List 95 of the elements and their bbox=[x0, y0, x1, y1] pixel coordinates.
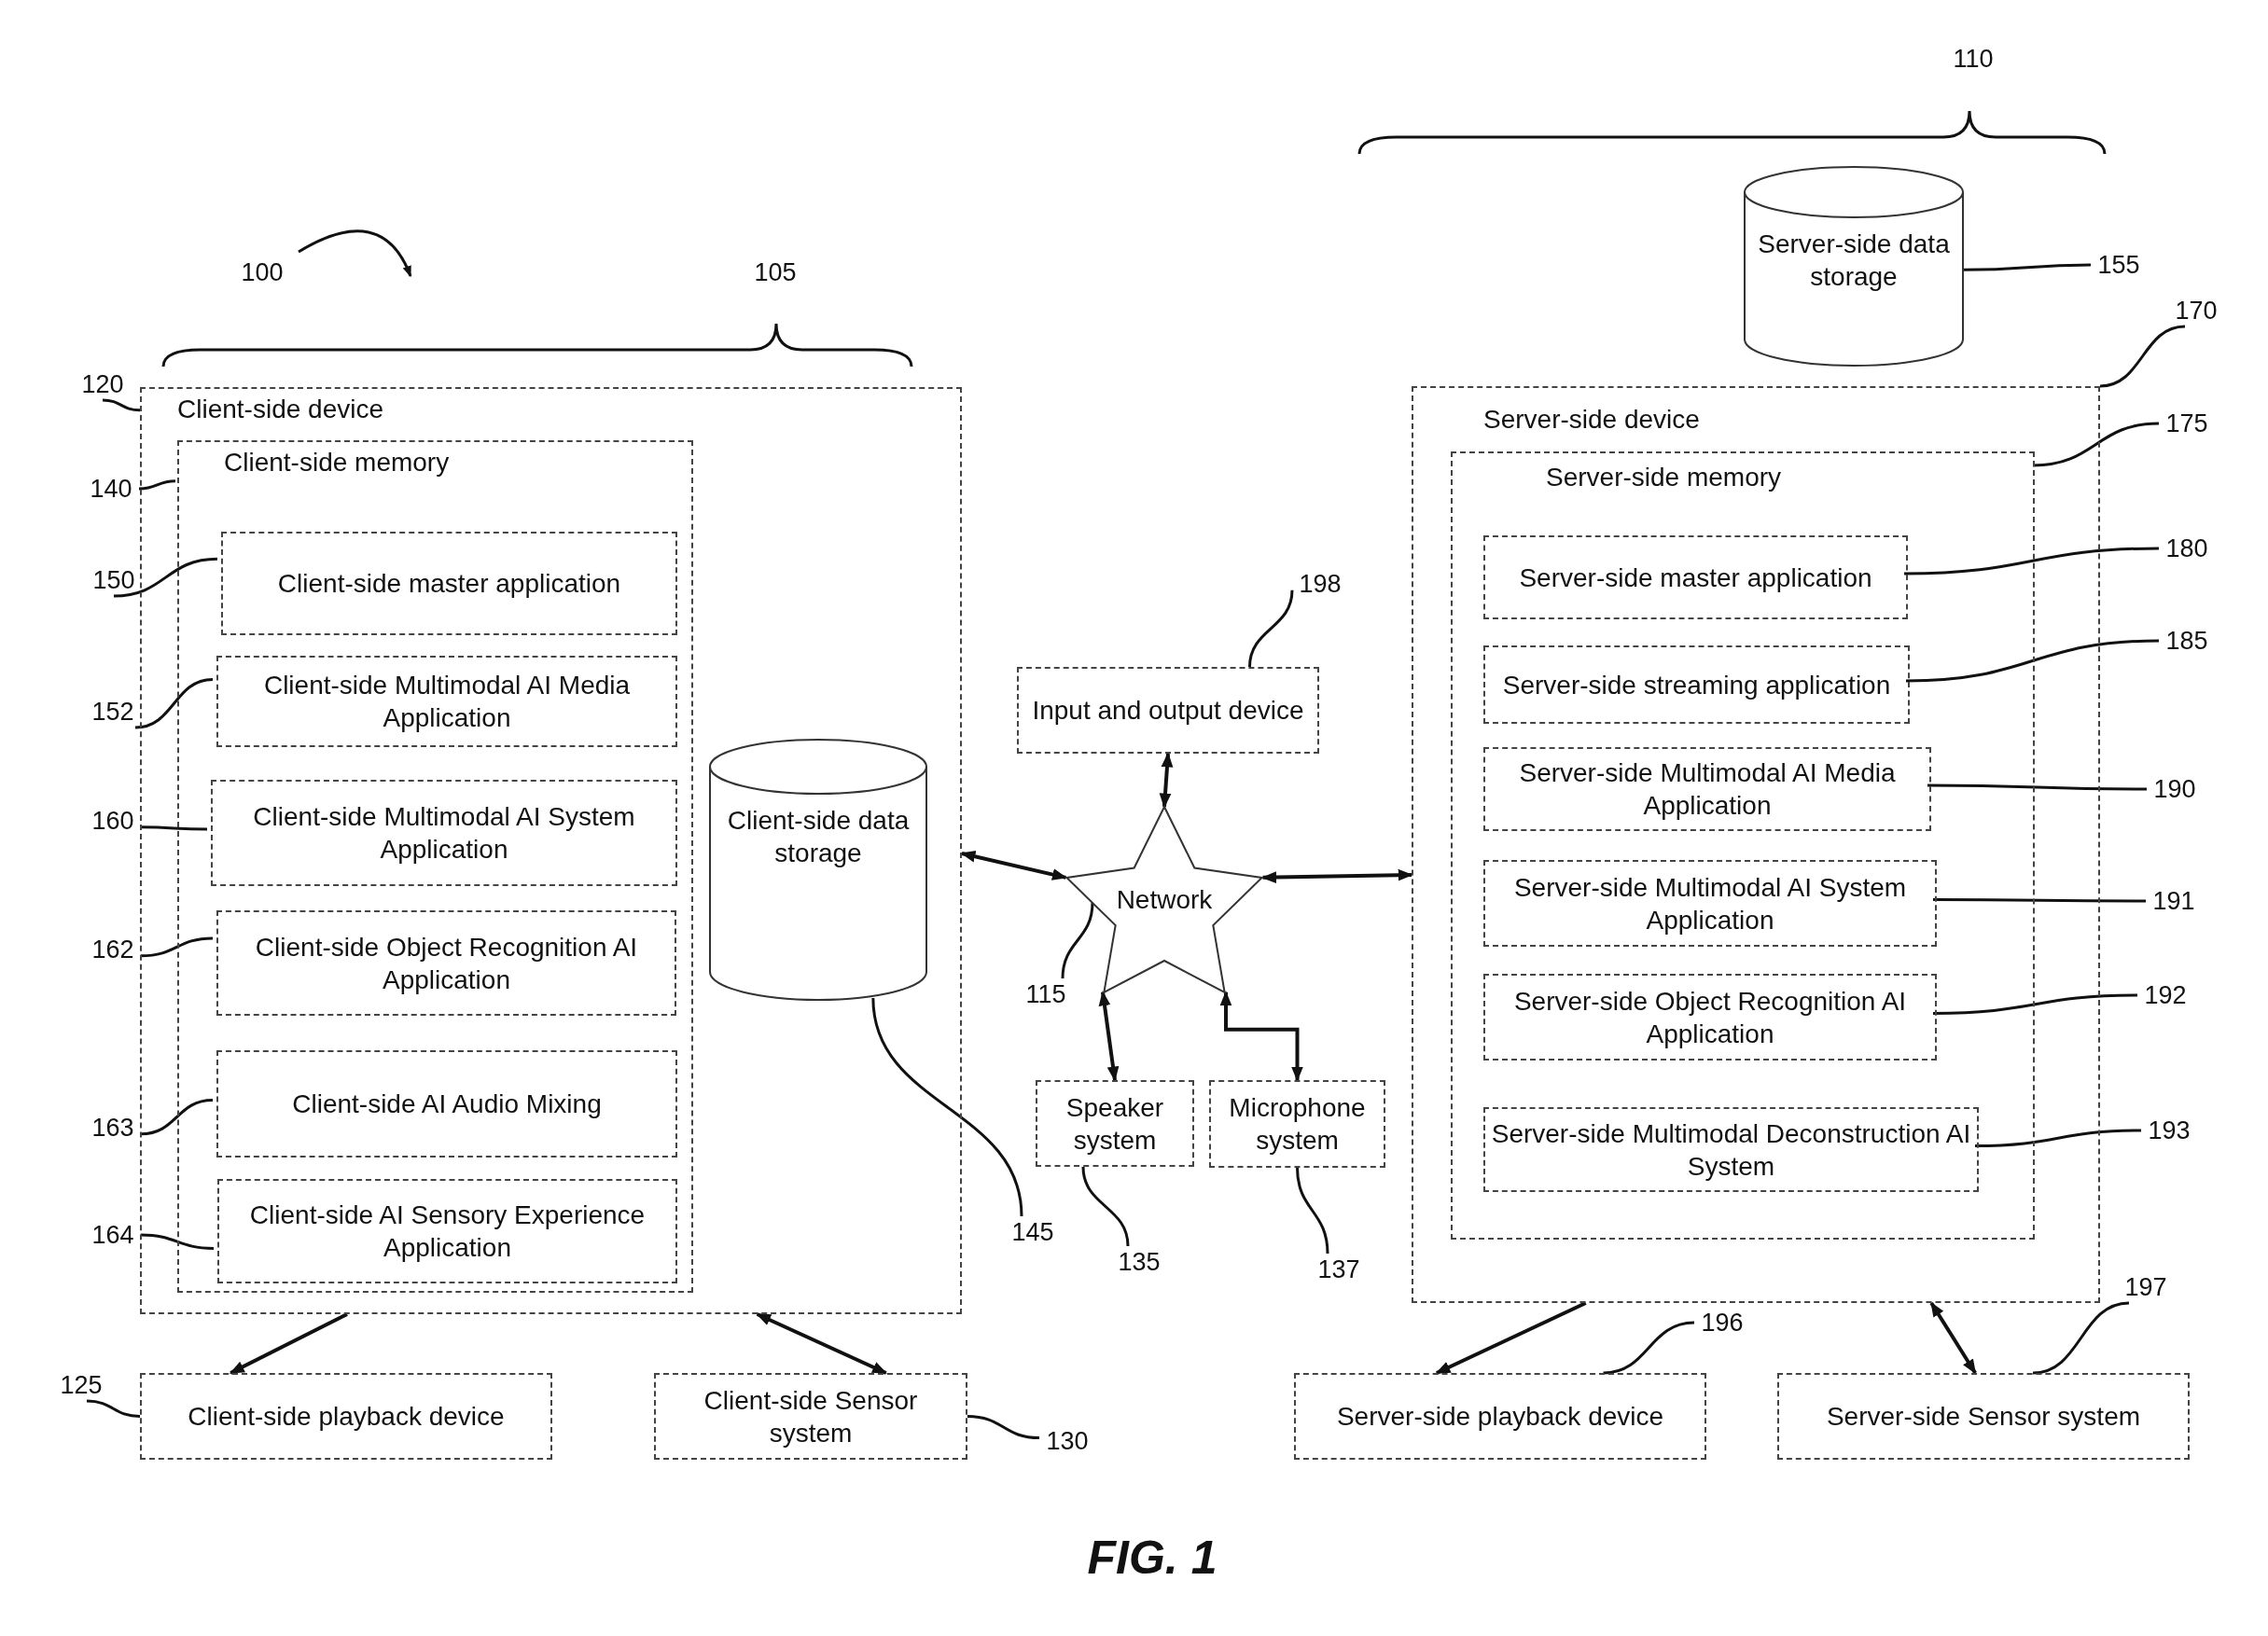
reference-numeral: 180 bbox=[2165, 534, 2208, 563]
reference-numeral: 175 bbox=[2165, 409, 2208, 438]
leader-line bbox=[113, 557, 218, 598]
leader-line bbox=[1248, 589, 1294, 668]
leader-line bbox=[1964, 263, 2091, 271]
leader-line bbox=[2032, 1301, 2130, 1375]
component-box: Client-side Sensor system bbox=[654, 1373, 967, 1460]
container-heading: Client-side memory bbox=[224, 448, 450, 478]
container-box bbox=[1451, 451, 2035, 1240]
component-box: Client-side Object Recognition AI Application bbox=[216, 910, 676, 1016]
component-box: Client-side Multimodal AI System Application bbox=[211, 780, 677, 886]
reference-numeral: 120 bbox=[81, 369, 124, 399]
container-box bbox=[177, 440, 693, 1293]
component-box: Client-side AI Audio Mixing bbox=[216, 1050, 677, 1158]
leader-line bbox=[1081, 1166, 1130, 1247]
container-box bbox=[1412, 386, 2100, 1303]
leader-line bbox=[871, 997, 1023, 1217]
leader-line bbox=[141, 825, 207, 831]
component-box: Microphone system bbox=[1209, 1080, 1385, 1168]
reference-numeral: 110 bbox=[1952, 43, 1995, 75]
leader-line bbox=[1927, 783, 2147, 791]
leader-line bbox=[1933, 898, 2146, 903]
reference-numeral: 193 bbox=[2148, 1116, 2191, 1145]
storage-label: Client-side data storage bbox=[726, 805, 911, 869]
reference-numeral: 155 bbox=[2097, 250, 2140, 280]
connector-arrow bbox=[1219, 991, 1303, 1082]
reference-numeral: 197 bbox=[2124, 1272, 2167, 1302]
component-box: Server-side Sensor system bbox=[1777, 1373, 2190, 1460]
reference-numeral: 150 bbox=[92, 565, 135, 595]
component-box: Client-side master application bbox=[221, 532, 677, 635]
reference-numeral: 196 bbox=[1701, 1308, 1744, 1338]
leader-line bbox=[1061, 902, 1094, 979]
leader-line bbox=[138, 479, 176, 491]
component-box: Server-side Multimodal AI Media Application bbox=[1483, 747, 1931, 831]
leader-line bbox=[1603, 1321, 1695, 1375]
reference-numeral: 190 bbox=[2153, 774, 2196, 804]
component-box: Client-side playback device bbox=[140, 1373, 552, 1460]
component-box: Server-side playback device bbox=[1294, 1373, 1706, 1460]
reference-numeral: 160 bbox=[91, 806, 134, 836]
figure-title: FIG. 1 bbox=[1086, 1531, 1218, 1586]
leader-line bbox=[2099, 325, 2186, 388]
leader-line bbox=[1903, 547, 2160, 575]
container-heading: Client-side device bbox=[177, 395, 383, 424]
container-heading: Server-side device bbox=[1483, 405, 1700, 435]
storage-label: Server-side data storage bbox=[1757, 229, 1951, 293]
connector-arrow bbox=[1261, 868, 1413, 883]
reference-numeral: 115 bbox=[1025, 979, 1066, 1009]
reference-numeral: 140 bbox=[90, 474, 132, 504]
reference-numeral: 152 bbox=[91, 697, 134, 727]
connector-arrow bbox=[1098, 991, 1120, 1082]
leader-line bbox=[1974, 1129, 2142, 1147]
component-box: Client-side Multimodal AI Media Application bbox=[216, 656, 677, 747]
container-heading: Server-side memory bbox=[1546, 463, 1782, 492]
reference-numeral: 135 bbox=[1118, 1247, 1161, 1277]
network-label: Network bbox=[1115, 884, 1214, 916]
reference-numeral: 162 bbox=[91, 935, 134, 964]
component-box: Server-side Multimodal Deconstruction AI System bbox=[1483, 1107, 1979, 1192]
component-box: Server-side Multimodal AI System Application bbox=[1483, 860, 1937, 947]
reference-numeral: 164 bbox=[91, 1220, 134, 1250]
component-box: Client-side AI Sensory Experience Application bbox=[217, 1179, 677, 1283]
connector-arrow bbox=[229, 1312, 348, 1375]
reference-numeral: 125 bbox=[60, 1370, 103, 1400]
reference-numeral: 185 bbox=[2165, 626, 2208, 656]
reference-numeral: 145 bbox=[1011, 1217, 1054, 1247]
leader-line bbox=[140, 936, 214, 958]
component-box: Server-side streaming application bbox=[1483, 645, 1910, 724]
leader-line bbox=[967, 1415, 1040, 1440]
component-box: Server-side Object Recognition AI Application bbox=[1483, 974, 1937, 1061]
leader-line bbox=[102, 398, 141, 412]
leader-line bbox=[1905, 639, 2160, 683]
reference-numeral: 192 bbox=[2144, 980, 2187, 1010]
reference-numeral: 191 bbox=[2152, 886, 2195, 916]
reference-numeral: 198 bbox=[1299, 569, 1342, 599]
leader-line bbox=[134, 677, 214, 729]
reference-numeral: 170 bbox=[2175, 296, 2218, 326]
component-box: Server-side master application bbox=[1483, 535, 1908, 619]
reference-numeral: 137 bbox=[1317, 1255, 1360, 1284]
leader-line bbox=[140, 1233, 215, 1250]
leader-line bbox=[1296, 1167, 1329, 1255]
leader-line bbox=[140, 1099, 214, 1136]
reference-numeral: 105 bbox=[753, 256, 798, 288]
connector-arrow bbox=[960, 851, 1067, 880]
container-box bbox=[140, 387, 962, 1314]
connector-arrow bbox=[756, 1312, 888, 1375]
connector-arrow bbox=[1159, 752, 1174, 809]
component-box: Input and output device bbox=[1017, 667, 1319, 754]
leader-line bbox=[1932, 993, 2138, 1015]
reference-numeral: 130 bbox=[1046, 1426, 1089, 1456]
leader-line bbox=[2032, 422, 2160, 467]
component-box: Speaker system bbox=[1036, 1080, 1194, 1167]
reference-numeral: 100 bbox=[240, 256, 285, 288]
connector-arrow bbox=[1435, 1301, 1587, 1375]
connector-arrow bbox=[1929, 1301, 1977, 1375]
reference-numeral: 163 bbox=[91, 1113, 134, 1143]
leader-line bbox=[86, 1399, 141, 1418]
